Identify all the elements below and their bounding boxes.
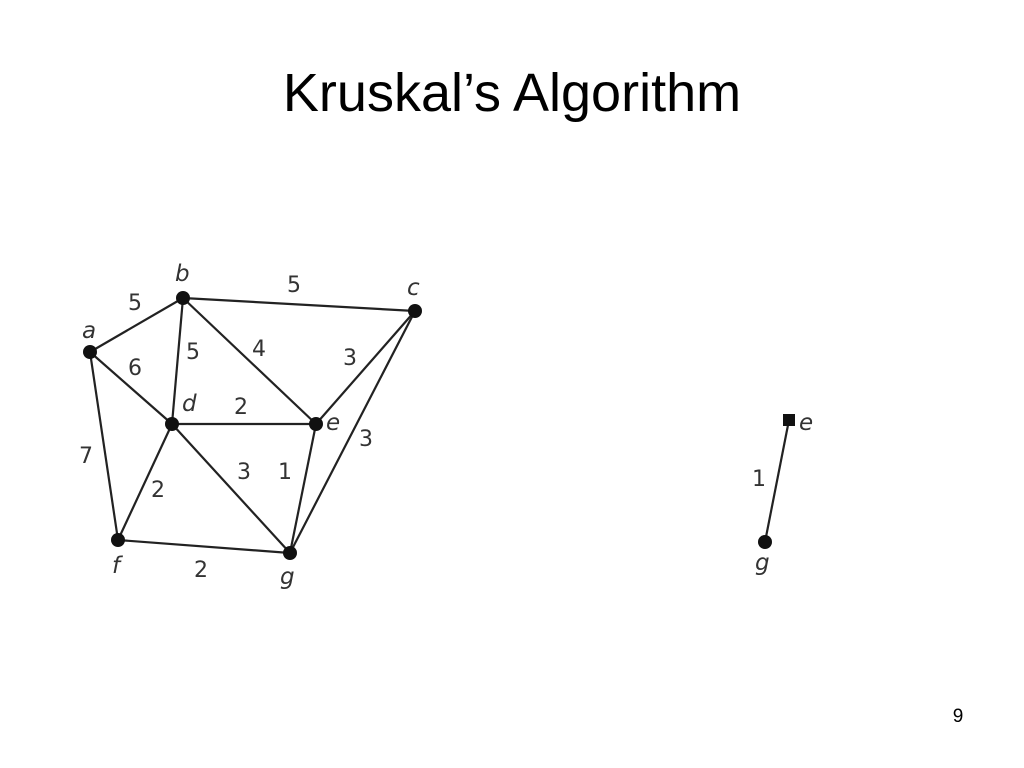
graph-node-d: [165, 417, 179, 431]
graph-node-f: [111, 533, 125, 547]
tree-weight-e-g: 1: [752, 467, 766, 492]
graph-weight-d-e: 2: [234, 395, 248, 420]
graph-edge-e-g: [288, 423, 318, 554]
graph-node-label-d: d: [182, 391, 197, 417]
graph-weight-a-d: 6: [128, 356, 142, 381]
graph-weight-b-d: 5: [186, 340, 200, 365]
graph-edge-b-c: [182, 296, 416, 313]
graph-weight-a-f: 7: [79, 444, 93, 469]
graph-edge-f-g: [117, 538, 291, 555]
graph-edge-a-b: [89, 297, 184, 353]
spanning-tree-step: 1 e g: [752, 410, 813, 576]
graph-node-label-f: f: [112, 553, 123, 579]
tree-node-label-e: e: [799, 410, 813, 436]
graph-edge-a-d: [89, 351, 173, 425]
graph-weight-b-c: 5: [287, 273, 301, 298]
graph-edge-c-e: [315, 310, 416, 425]
graph-edge-b-e: [182, 297, 317, 425]
graph-edge-a-f: [88, 351, 120, 541]
graph-node-label-b: b: [175, 261, 190, 287]
tree-edge-e-g: [763, 419, 791, 543]
tree-node-g: [758, 535, 772, 549]
tree-node-e: [783, 414, 795, 426]
graph-node-label-g: g: [280, 564, 295, 590]
graph-weight-c-g: 3: [359, 427, 373, 452]
graph-node-label-e: e: [326, 410, 340, 436]
graph-edge-c-g: [289, 310, 416, 554]
graph-edge-b-d: [170, 297, 185, 425]
graph-node-a: [83, 345, 97, 359]
graph-weight-a-b: 5: [128, 291, 142, 316]
slide-title: Kruskal’s Algorithm: [282, 63, 742, 123]
graph-weight-f-g: 2: [194, 558, 208, 583]
graph-node-b: [176, 291, 190, 305]
graph-weight-b-e: 4: [252, 337, 266, 362]
graph-node-label-a: a: [82, 318, 96, 344]
graph-edge-d-g: [171, 423, 291, 554]
graph-weight-e-g: 1: [278, 460, 292, 485]
graph-weight-d-f: 2: [151, 478, 165, 503]
full-graph: 5 5 6 5 4 3 2 3 7 2 3 1 2 a b c d e f g: [79, 261, 422, 590]
graph-node-g: [283, 546, 297, 560]
graph-weight-d-g: 3: [237, 460, 251, 485]
graph-edge-d-f: [117, 423, 173, 541]
graph-weight-c-e: 3: [343, 346, 357, 371]
tree-node-label-g: g: [755, 550, 770, 576]
graph-node-e: [309, 417, 323, 431]
graph-node-label-c: c: [407, 275, 420, 301]
page-number: 9: [952, 706, 964, 727]
graph-node-c: [408, 304, 422, 318]
